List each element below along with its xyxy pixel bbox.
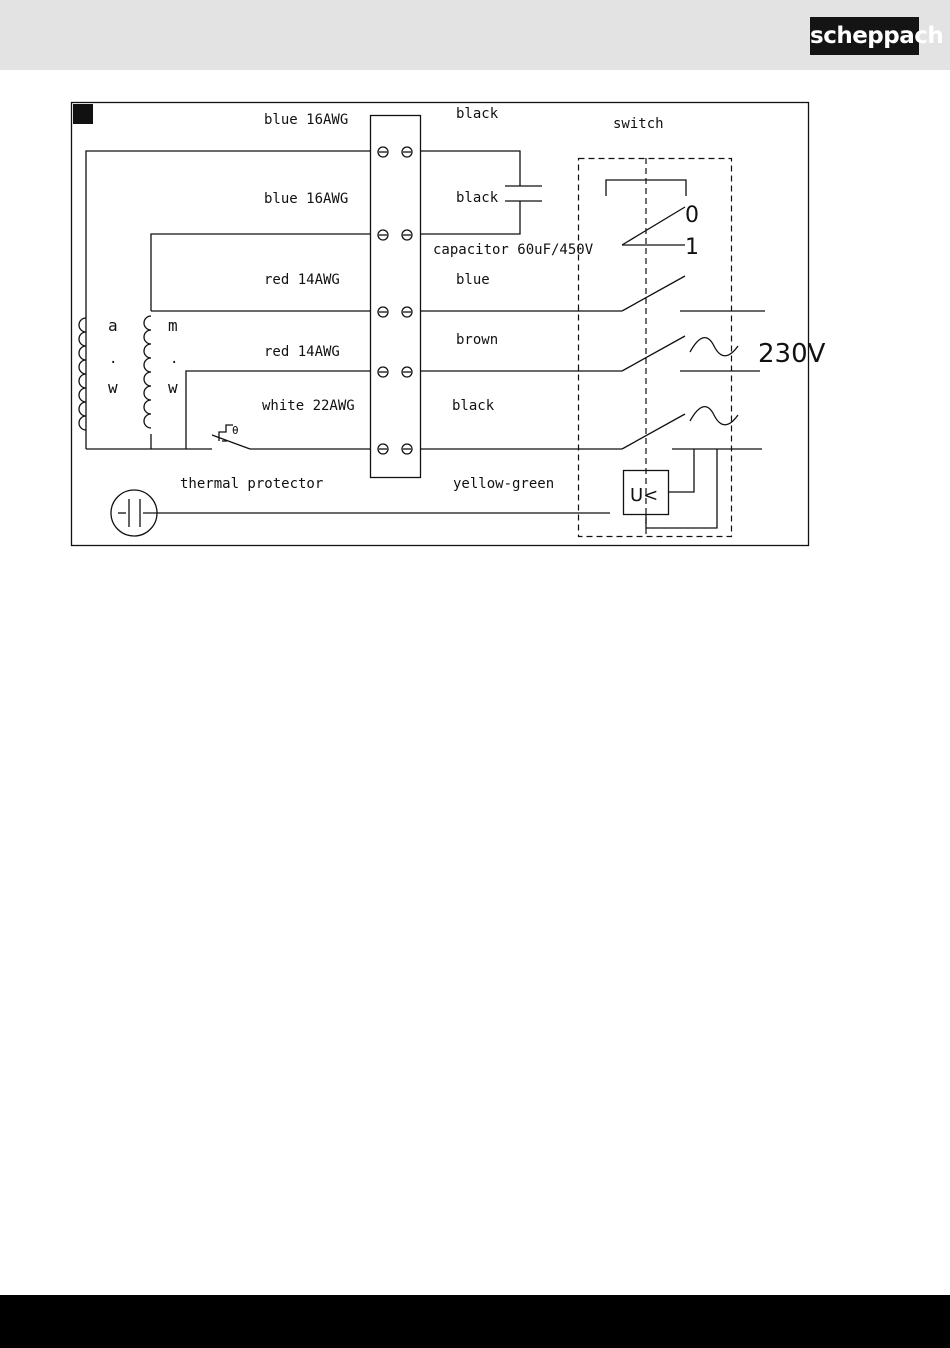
aux-winding-coil: [79, 318, 86, 430]
label-aux-winding-3: w: [108, 378, 118, 397]
label-right-black-3: black: [452, 398, 495, 414]
label-thermal-protector: thermal protector: [180, 476, 323, 492]
label-voltage: 230V: [758, 339, 826, 369]
label-wire-red-1: red 14AWG: [264, 272, 340, 288]
label-switch: switch: [613, 116, 664, 132]
label-right-brown: brown: [456, 332, 498, 348]
terminal-screw-row-2: [378, 230, 412, 240]
label-capacitor: capacitor 60uF/450V: [433, 242, 594, 258]
terminal-screw-row-1: [378, 147, 412, 157]
label-wire-red-2: red 14AWG: [264, 344, 340, 360]
label-aux-winding-2: .: [109, 351, 117, 367]
terminal-screw-row-5: [378, 444, 412, 454]
label-main-winding-1: m: [168, 316, 178, 335]
label-right-blue: blue: [456, 272, 490, 288]
main-winding-coil: [144, 316, 151, 428]
label-wire-blue-1: blue 16AWG: [264, 112, 348, 128]
ac-symbol-1: [690, 338, 738, 356]
label-main-winding-2: .: [170, 351, 178, 367]
label-wire-white: white 22AWG: [262, 398, 355, 414]
label-wire-blue-2: blue 16AWG: [264, 191, 348, 207]
terminal-screw-row-3: [378, 307, 412, 317]
label-thermal-symbol: θ: [232, 424, 239, 437]
figure-marker: [73, 104, 93, 124]
page-footer: [0, 1295, 950, 1348]
wire-black-cap-1: [421, 151, 520, 186]
terminal-block: [371, 116, 421, 478]
label-switch-on: 1: [685, 235, 699, 260]
switch-enclosure: [579, 159, 732, 537]
label-right-black-2: black: [456, 190, 499, 206]
ac-symbol-2: [690, 407, 738, 425]
label-switch-off: 0: [685, 203, 699, 228]
terminal-screw-row-4: [378, 367, 412, 377]
label-ground-wire: yellow-green: [453, 476, 554, 492]
label-undervoltage: U<: [630, 485, 658, 506]
label-main-winding-3: w: [168, 378, 178, 397]
label-aux-winding-1: a: [108, 316, 118, 335]
label-right-black-1: black: [456, 106, 499, 122]
